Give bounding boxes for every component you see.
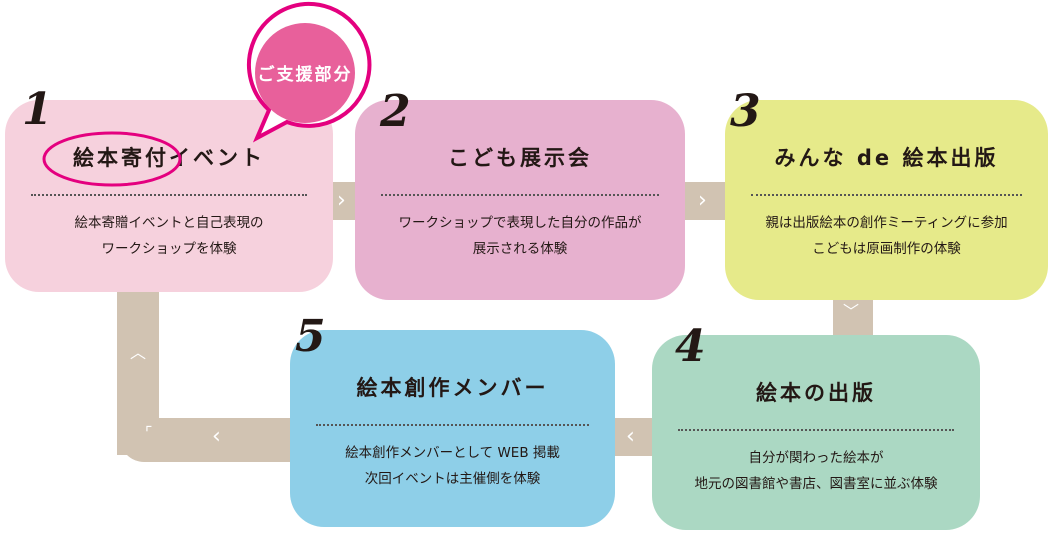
divider	[678, 429, 954, 431]
step-desc: 絵本寄贈イベントと自己表現の	[74, 215, 264, 231]
chevron-right-icon: ›	[337, 188, 346, 213]
step-desc: 次回イベントは主催側を体験	[364, 471, 541, 487]
step-3-card: みんな de 絵本出版 親は出版絵本の創作ミーティングに参加こどもは原画制作の体…	[725, 100, 1048, 300]
corner-icon: ⌜	[145, 423, 153, 442]
highlight-circle-icon	[42, 131, 182, 187]
connector-5-1-vertical	[117, 285, 159, 455]
step-desc: ワークショップを体験	[101, 241, 237, 257]
step-desc: 自分が関わった絵本が	[748, 450, 884, 466]
step-desc: 展示される体験	[472, 241, 568, 257]
connector-3-4	[833, 295, 873, 340]
chevron-left-icon: ‹	[212, 424, 221, 449]
step-4-card: 絵本の出版 自分が関わった絵本が地元の図書館や書店、図書室に並ぶ体験	[652, 335, 980, 530]
step-desc: 地元の図書館や書店、図書室に並ぶ体験	[694, 476, 938, 492]
step-5-card: 絵本創作メンバー 絵本創作メンバーとして WEB 掲載次回イベントは主催側を体験	[290, 330, 615, 527]
divider	[381, 194, 659, 196]
support-badge-label: ご支援部分	[257, 65, 353, 85]
connector-4-5	[610, 418, 660, 456]
step-2-card: こども展示会 ワークショップで表現した自分の作品が展示される体験	[355, 100, 685, 300]
step-1-card: 絵本寄付イベント 絵本寄贈イベントと自己表現のワークショップを体験	[5, 100, 333, 292]
divider	[31, 194, 307, 196]
step-title: みんな de 絵本出版	[774, 146, 999, 170]
chevron-up-icon: ︿	[130, 343, 147, 362]
step-desc: 親は出版絵本の創作ミーティングに参加	[765, 215, 1008, 231]
step-number: 2	[380, 86, 411, 137]
step-number: 3	[730, 86, 761, 137]
step-desc: 絵本創作メンバーとして WEB 掲載	[345, 445, 560, 461]
step-title: 絵本寄付イベント	[73, 146, 265, 170]
divider	[316, 424, 589, 426]
step-title: こども展示会	[448, 146, 592, 170]
step-desc: こどもは原画制作の体験	[812, 241, 961, 257]
chevron-down-icon: ﹀	[843, 302, 860, 321]
connector-2-3	[680, 182, 730, 220]
step-desc: ワークショップで表現した自分の作品が	[398, 215, 642, 231]
speech-bubble-icon	[246, 1, 372, 143]
step-title: 絵本創作メンバー	[356, 376, 549, 400]
divider	[751, 194, 1022, 196]
chevron-left-icon: ‹	[626, 424, 635, 449]
step-title: 絵本の出版	[756, 381, 876, 405]
step-number: 1	[22, 84, 53, 135]
step-number: 5	[295, 311, 326, 362]
step-number: 4	[675, 321, 706, 372]
chevron-right-icon: ›	[698, 188, 707, 213]
